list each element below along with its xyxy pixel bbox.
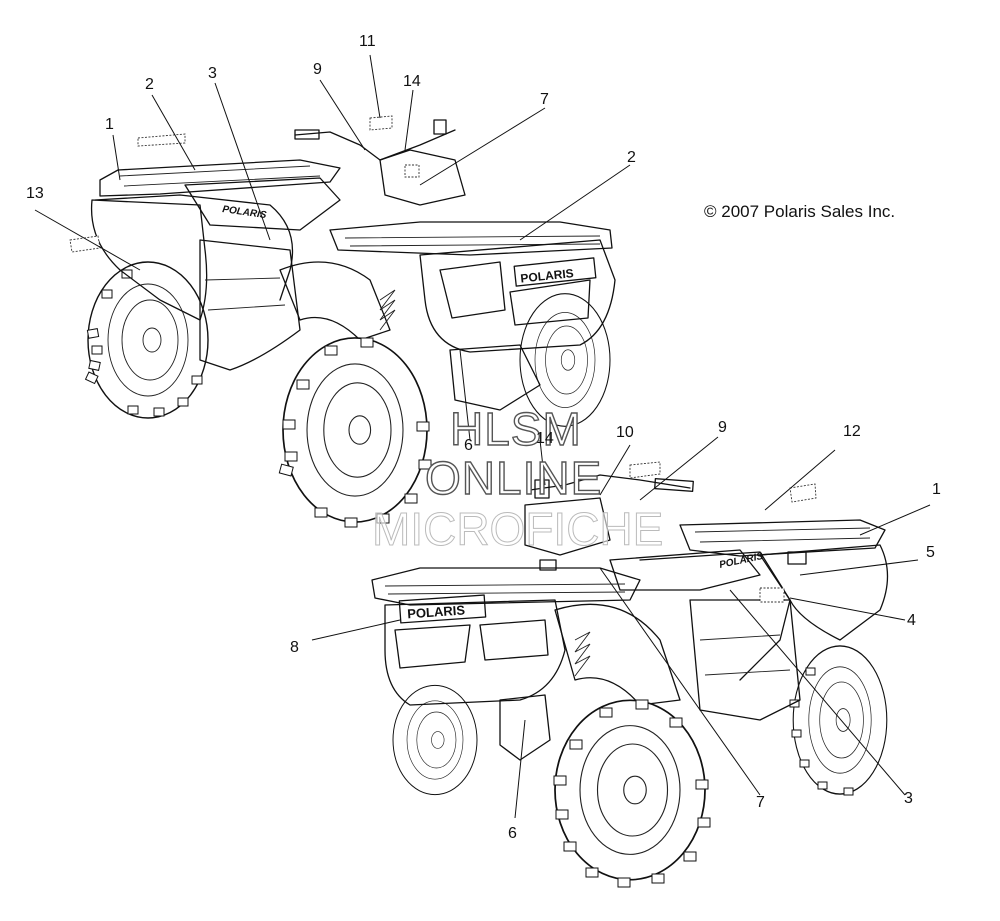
callout-top-6[interactable]: 6 [464, 437, 473, 454]
decal-13-top [69, 235, 101, 253]
front-wheel-bottom [553, 699, 711, 888]
callout-bottom-9[interactable]: 9 [718, 419, 727, 436]
callout-top-2-rack[interactable]: 2 [145, 76, 154, 93]
callout-top-7[interactable]: 7 [540, 91, 549, 108]
callout-bottom-3[interactable]: 3 [904, 790, 913, 807]
leader-lines-bottom [311, 436, 931, 819]
callout-bottom-1[interactable]: 1 [932, 481, 941, 498]
decal-4-bottom [759, 587, 785, 603]
watermark-line-1: HLSM [449, 403, 582, 455]
polaris-front-badge-top: POLARIS [520, 266, 575, 285]
callout-bottom-14[interactable]: 14 [536, 430, 554, 447]
polaris-front-badge-bottom: POLARIS [407, 602, 466, 621]
callout-bottom-4[interactable]: 4 [907, 612, 916, 629]
decal-2-top [137, 133, 186, 147]
atv-top: POLARIS POLARIS [69, 115, 616, 528]
callout-top-1[interactable]: 1 [105, 116, 114, 133]
callout-bottom-10[interactable]: 10 [616, 424, 634, 441]
callout-top-14[interactable]: 14 [403, 73, 421, 90]
rear-wheel-bottom [789, 645, 888, 796]
callout-bottom-6[interactable]: 6 [508, 825, 517, 842]
callout-top-11[interactable]: 11 [359, 33, 376, 50]
callout-top-2-front[interactable]: 2 [627, 149, 636, 166]
decal-12-bottom [789, 483, 817, 503]
rear-wheel-top [84, 261, 209, 419]
decal-10-bottom [629, 461, 661, 479]
callout-bottom-12[interactable]: 12 [843, 423, 861, 440]
callout-top-9[interactable]: 9 [313, 61, 322, 78]
decal-11-top [369, 115, 393, 131]
watermark-line-2: ONLINE [424, 452, 603, 504]
callout-bottom-7[interactable]: 7 [756, 794, 765, 811]
callout-top-3[interactable]: 3 [208, 65, 217, 82]
callout-bottom-5[interactable]: 5 [926, 544, 935, 561]
front-wheel-top [278, 337, 432, 528]
copyright-notice: © 2007 Polaris Sales Inc. [704, 202, 896, 221]
watermark-line-3: MICROFICHE [371, 503, 664, 555]
callout-top-13[interactable]: 13 [26, 185, 44, 202]
leader-lines-top [34, 54, 631, 441]
callout-bottom-8[interactable]: 8 [290, 639, 299, 656]
atv-bottom: POLARIS POLARIS [371, 461, 889, 888]
